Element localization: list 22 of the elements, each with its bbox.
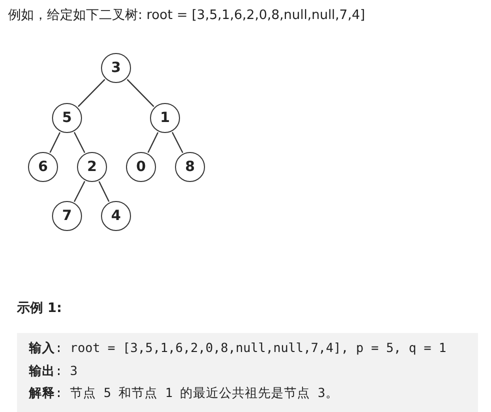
tree-node: 5 [52, 103, 82, 133]
tree-edge [98, 181, 110, 202]
tree-edge [78, 79, 106, 107]
tree-node: 3 [101, 53, 131, 83]
example-heading: 示例 1: [17, 300, 62, 317]
tree-node: 6 [28, 152, 58, 182]
tree-node: 4 [101, 201, 131, 231]
tree-node: 2 [77, 152, 107, 182]
code-line: 解释: 节点 5 和节点 1 的最近公共祖先是节点 3。 [29, 385, 338, 402]
tree-node: 8 [175, 152, 205, 182]
tree-node: 7 [52, 201, 82, 231]
tree-edge [74, 180, 86, 202]
tree-edge [74, 132, 86, 154]
tree-edge [148, 132, 158, 153]
tree-edge [172, 132, 184, 154]
code-line: 输入: root = [3,5,1,6,2,0,8,null,null,7,4], p = 5, q = 1 [29, 340, 446, 357]
tree-edge [126, 79, 154, 107]
tree-node: 1 [150, 103, 180, 133]
code-line: 输出: 3 [29, 362, 78, 380]
heading-text: 例如，给定如下二叉树: root = [3,5,1,6,2,0,8,null,null,7,4] [8, 7, 366, 24]
tree-edge [50, 132, 60, 153]
tree-node: 0 [126, 152, 156, 182]
